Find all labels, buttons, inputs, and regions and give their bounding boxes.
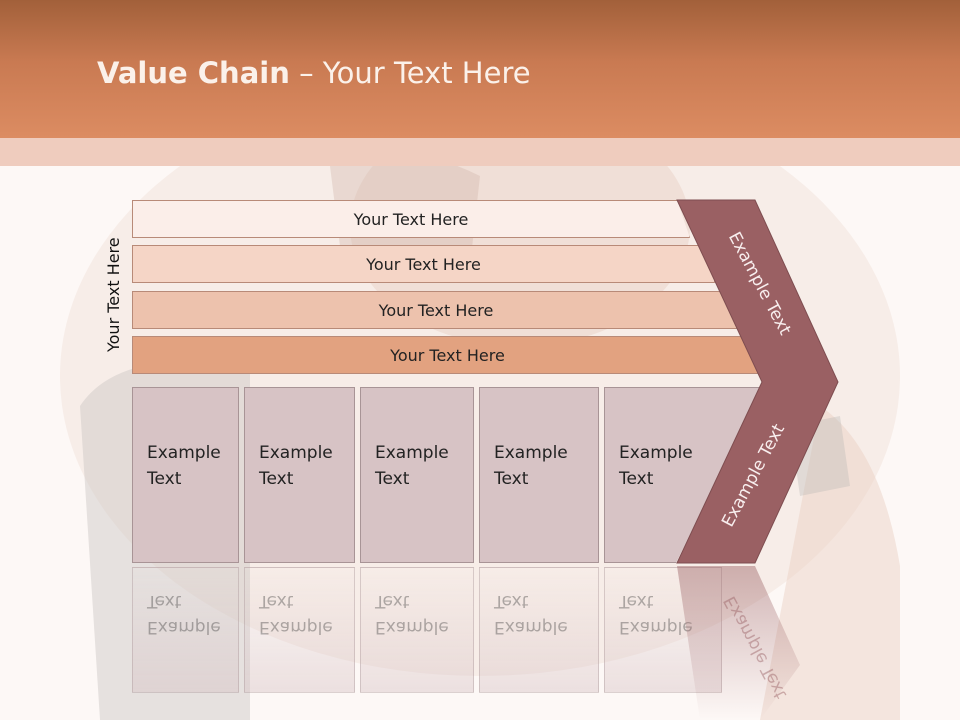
page-title: Value Chain – Your Text Here <box>97 56 531 90</box>
column-2-line2: Text <box>259 469 294 489</box>
header-strip <box>0 138 960 166</box>
bar-4: Your Text Here <box>132 336 763 374</box>
title-bold: Value Chain <box>97 56 290 90</box>
column-5-line2: Text <box>619 469 654 489</box>
bar-3: Your Text Here <box>132 291 740 329</box>
column-1-line2: Text <box>147 469 182 489</box>
chevron-shape <box>676 199 839 564</box>
column-4-line2: Text <box>494 469 529 489</box>
bar-2-label: Your Text Here <box>366 254 481 274</box>
column-1-line1: Example <box>147 443 221 463</box>
bar-1-label: Your Text Here <box>353 209 469 229</box>
column-4-line1: Example <box>494 443 568 463</box>
title-rest: – Your Text Here <box>289 56 531 90</box>
bar-1: Your Text Here <box>132 200 690 238</box>
chevron-reflection <box>677 566 800 720</box>
header-band <box>0 0 960 138</box>
bar-2: Your Text Here <box>132 245 715 283</box>
column-3-line1: Example <box>375 443 449 463</box>
column-5-line1: Example <box>619 443 693 463</box>
bar-3-label: Your Text Here <box>378 300 494 320</box>
column-3-line2: Text <box>375 469 410 489</box>
bar-4-label: Your Text Here <box>390 345 505 365</box>
column-2-line1: Example <box>259 443 333 463</box>
